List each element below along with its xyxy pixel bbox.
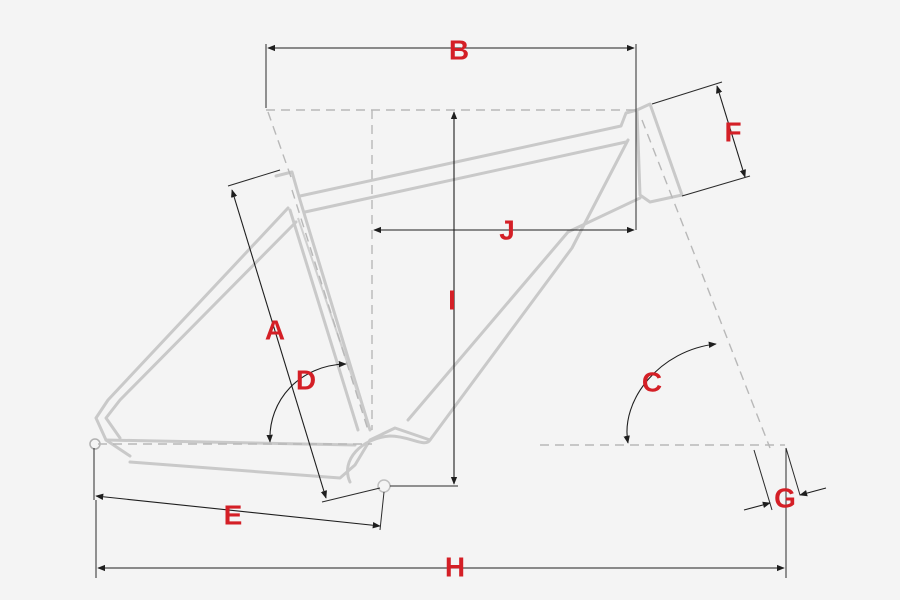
label-b: B	[449, 35, 469, 66]
bottom-bracket-center	[377, 479, 391, 493]
top-tube	[298, 108, 639, 198]
down-tube	[428, 138, 630, 442]
label-c: C	[642, 367, 662, 398]
dimension-e-line	[95, 493, 381, 529]
down-tube-upper-edge	[406, 196, 642, 422]
label-g: G	[774, 483, 796, 514]
seat-axis-line	[291, 189, 369, 431]
head-tube	[635, 102, 684, 204]
label-e: E	[224, 500, 243, 531]
label-f: F	[724, 117, 741, 148]
seat-axis-extension	[267, 111, 293, 181]
dimension-labels: B F J A I D C E G H	[224, 35, 796, 583]
seat-tube	[274, 170, 372, 432]
angle-c-arc	[623, 341, 717, 444]
dimension-a-line	[231, 189, 327, 499]
ext-f-top	[651, 81, 723, 105]
ext-g-left	[753, 449, 773, 511]
ext-a-top	[227, 169, 281, 187]
reference-lines	[98, 109, 785, 449]
top-tube-lower-edge	[303, 140, 628, 214]
label-d: D	[296, 365, 316, 396]
ext-e-right	[379, 491, 385, 531]
angle-d-arc	[266, 360, 347, 443]
ext-f-bottom	[681, 175, 751, 197]
frame-outline	[89, 102, 684, 493]
dimension-f-line	[716, 85, 746, 178]
extension-lines	[93, 44, 801, 578]
dimension-lines	[95, 44, 827, 572]
seat-tube-inner	[288, 208, 360, 432]
label-j: J	[499, 215, 515, 246]
dimension-g-arrow-right	[799, 487, 827, 497]
steering-axis-line	[641, 119, 771, 449]
seat-stay-inner	[104, 220, 298, 440]
label-a: A	[265, 315, 285, 346]
seat-stay	[94, 206, 290, 458]
label-h: H	[445, 552, 465, 583]
dimension-g-arrow-left	[743, 501, 771, 511]
label-i: I	[448, 285, 456, 316]
bottom-bracket-shell	[346, 434, 432, 484]
ext-g-right	[785, 447, 801, 496]
ext-a-bottom	[321, 487, 381, 503]
